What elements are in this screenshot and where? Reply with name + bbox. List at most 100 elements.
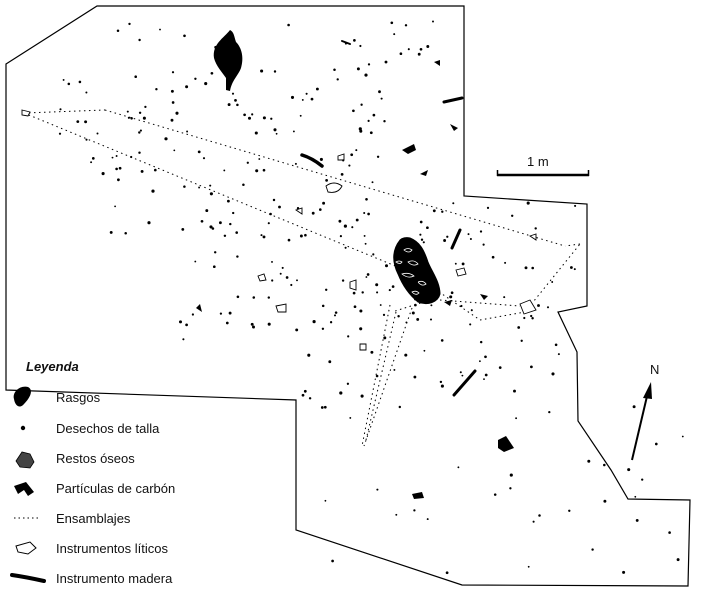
debitage-dot [236, 295, 240, 299]
debitage-dot [603, 463, 606, 467]
legend-label: Instrumento madera [56, 570, 173, 586]
debitage-dot [361, 291, 364, 294]
debitage-dot [322, 201, 326, 205]
debitage-dot [78, 80, 82, 84]
debitage-dot [367, 63, 371, 66]
debitage-dot [67, 82, 71, 86]
feature-central-contents [395, 248, 427, 295]
debitage-dot [90, 161, 93, 164]
debitage-dot [422, 259, 425, 262]
debitage-dot [84, 120, 88, 124]
debitage-dot [252, 296, 256, 299]
debitage-dot [269, 212, 272, 216]
debitage-dot [285, 276, 289, 279]
debitage-dot [218, 221, 222, 225]
debitage-dot [557, 353, 560, 356]
debitage-dot [225, 49, 229, 53]
debitage-dot [367, 119, 370, 122]
debitage-dot [411, 311, 415, 315]
debitage-dot [138, 38, 141, 42]
debitage-dot [344, 246, 347, 249]
debitage-dot [375, 283, 379, 287]
debitage-dot [260, 69, 264, 73]
debitage-dot [307, 353, 311, 357]
debitage-dot [319, 157, 323, 161]
debitage-dot [202, 157, 206, 160]
debitage-dot [454, 262, 457, 265]
debitage-dot [310, 97, 314, 101]
debitage-dot [548, 410, 551, 414]
charcoal-particle-icon [14, 482, 34, 496]
debitage-dot [385, 264, 388, 268]
debitage-dot [524, 266, 528, 270]
debitage-dot [440, 384, 444, 388]
debitage-dot [214, 45, 218, 49]
debitage-dot [551, 372, 555, 376]
debitage-dot [209, 184, 212, 187]
debitage-dot [520, 339, 523, 342]
debitage-dot [479, 230, 483, 233]
debitage-dot [304, 233, 307, 237]
debitage-dot [367, 212, 370, 216]
debitage-dot [254, 131, 258, 135]
debitage-dot [469, 323, 472, 326]
debitage-dot [315, 87, 319, 91]
debitage-dot [223, 169, 226, 172]
debitage-dot [292, 130, 295, 133]
debitage-dot [404, 24, 408, 27]
debitage-dot [350, 153, 354, 157]
legend-item-instrumentos-liticos: Instrumentos líticos [56, 538, 168, 558]
debitage-dot [85, 91, 88, 94]
debitage-dot [170, 118, 174, 122]
debitage-dot [383, 336, 387, 340]
debitage-dot [359, 327, 363, 331]
debitage-dot [339, 391, 343, 395]
debitage-dot [503, 296, 506, 299]
debitage-dot [126, 110, 129, 113]
debitage-dot [134, 75, 137, 78]
debitage-dot [347, 335, 350, 338]
legend-label: Instrumentos líticos [56, 540, 168, 556]
debitage-dot [360, 394, 364, 398]
debitage-dot [164, 137, 168, 141]
debitage-dot [308, 397, 312, 400]
debitage-dot [212, 265, 216, 269]
legend-label: Rasgos [56, 389, 101, 405]
debitage-dot [267, 296, 270, 299]
debitage-dot [440, 339, 444, 342]
legend-label: Restos óseos [56, 450, 135, 466]
debitage-dot [340, 173, 344, 176]
debitage-dot [452, 202, 455, 205]
debitage-dot [479, 340, 483, 344]
debitage-dot [260, 234, 263, 237]
debitage-dot [319, 208, 322, 211]
debitage-dot [632, 405, 636, 409]
debitage-dot [278, 205, 281, 209]
debitage-dot [383, 120, 386, 123]
debitage-dot [324, 499, 327, 502]
debitage-dot [258, 158, 261, 160]
debitage-dot [634, 495, 637, 498]
excavation-boundary [5, 5, 691, 587]
legend-label: Partículas de carbón [56, 480, 176, 496]
debitage-dot [676, 558, 680, 562]
debitage-dot [379, 304, 382, 306]
bone-remains-icon [15, 451, 35, 469]
debitage-dot [331, 559, 334, 563]
debitage-dot [405, 321, 408, 324]
debitage-dot [140, 169, 144, 173]
debitage-dot [128, 22, 131, 26]
debitage-dot [635, 518, 639, 522]
debitage-dot [185, 323, 188, 327]
debitage-dot [233, 72, 237, 75]
debitage-dot [372, 253, 375, 256]
debitage-dot [130, 117, 133, 120]
debitage-dot [138, 131, 141, 134]
debitage-dot [491, 255, 495, 259]
debitage-dot [234, 99, 237, 102]
debitage-dot [296, 279, 298, 282]
debitage-dot [333, 68, 336, 72]
debitage-dot [355, 218, 359, 222]
refit-lines [23, 109, 581, 447]
